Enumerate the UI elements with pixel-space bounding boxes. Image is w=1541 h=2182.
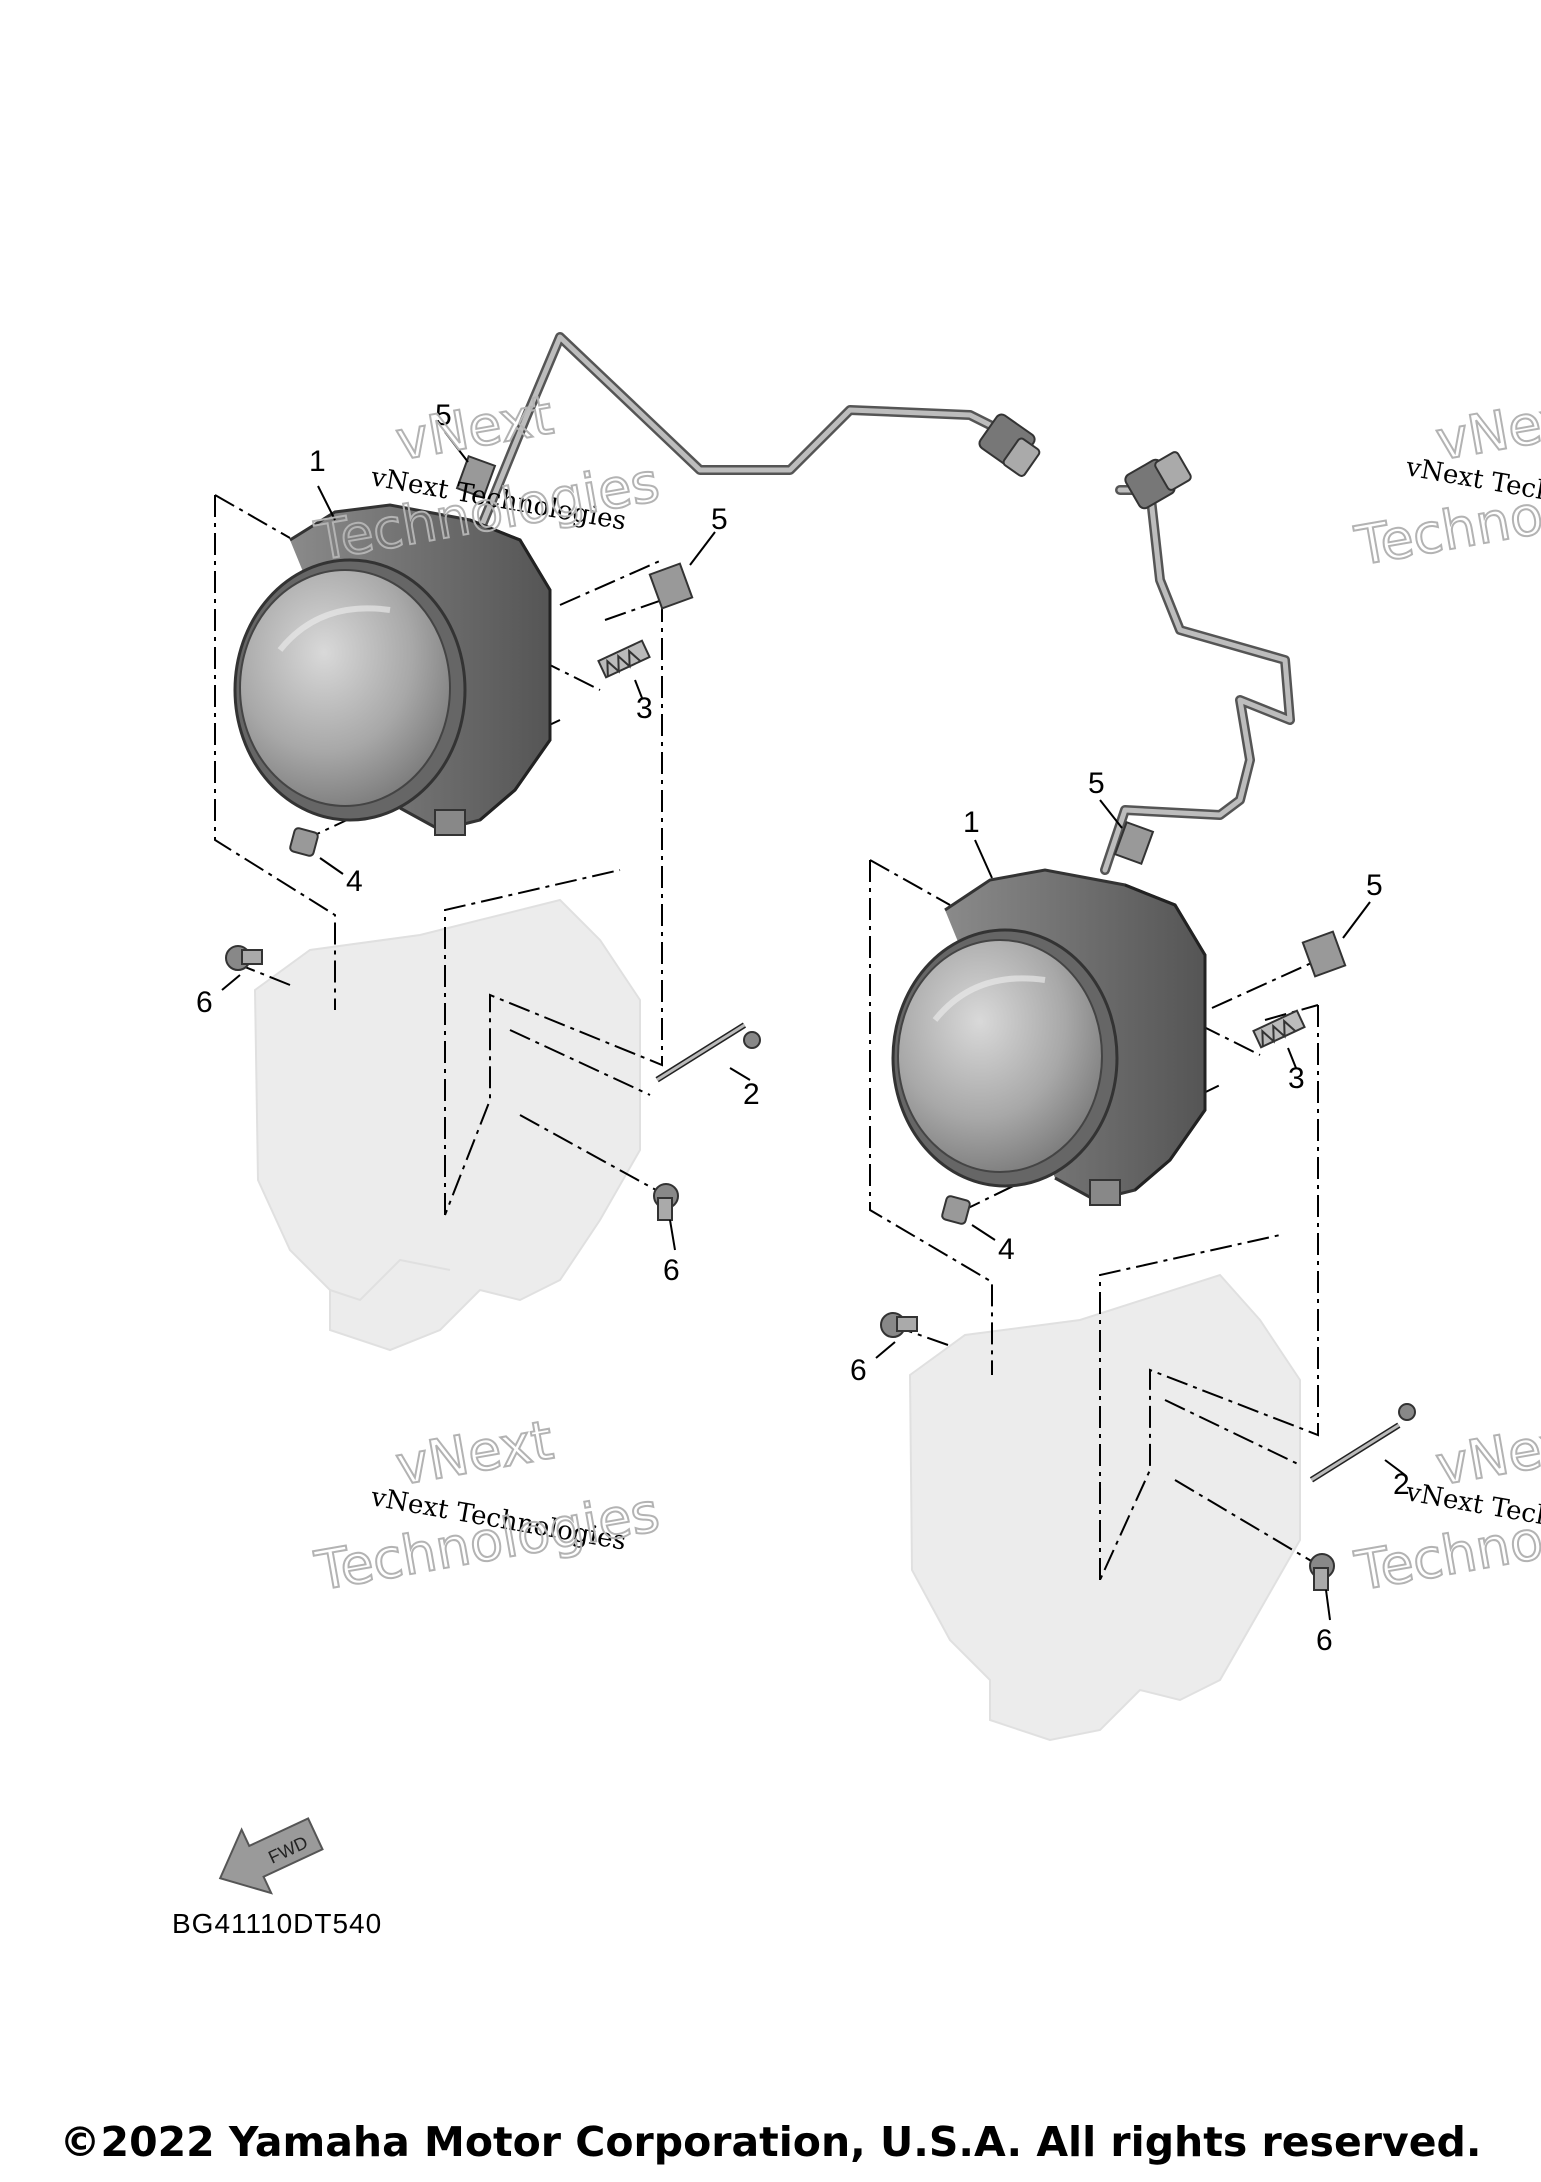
right-assembly-lines bbox=[869, 859, 1319, 1581]
left-assembly: 1 5 5 3 4 2 6 6 bbox=[196, 332, 1041, 1352]
left-callout-clip-top: 5 bbox=[435, 399, 452, 432]
watermark-vnext: vNext bbox=[1431, 383, 1541, 472]
right-bolt bbox=[1309, 1403, 1416, 1483]
left-callout-bolt: 2 bbox=[743, 1078, 760, 1111]
right-callout-lamp: 1 bbox=[963, 806, 980, 839]
watermark-vnext: vNext bbox=[391, 383, 557, 472]
left-fog-lamp bbox=[233, 503, 552, 836]
right-harness-connector bbox=[1124, 451, 1192, 510]
right-spring bbox=[1252, 1009, 1306, 1049]
watermark-mid-left: vNext Technologies vNext Technologies bbox=[309, 1407, 665, 1604]
fwd-arrow: FWD bbox=[218, 1817, 324, 1895]
right-ghost-bracket bbox=[908, 1273, 1301, 1742]
right-assembly: 1 5 5 3 4 2 6 6 bbox=[850, 451, 1416, 1742]
right-screw-bottom bbox=[1309, 1553, 1335, 1591]
right-wire-harness bbox=[1100, 451, 1295, 875]
left-wire-harness bbox=[475, 332, 1041, 535]
watermark-vnext: vNext bbox=[1431, 1408, 1541, 1497]
left-leaders bbox=[221, 431, 751, 1251]
left-spring bbox=[597, 639, 651, 679]
right-callout-nut: 4 bbox=[998, 1233, 1015, 1266]
left-callout-screw-bottom: 6 bbox=[663, 1254, 680, 1287]
left-callout-nut: 4 bbox=[346, 865, 363, 898]
right-callout-screw-left: 6 bbox=[850, 1354, 867, 1387]
left-ghost-bracket bbox=[253, 898, 641, 1352]
right-callout-screw-bottom: 6 bbox=[1316, 1624, 1333, 1657]
left-callout-screw-left: 6 bbox=[196, 986, 213, 1019]
left-screw-left bbox=[225, 945, 263, 971]
left-clip-top bbox=[455, 454, 497, 500]
watermark-top-right: vNext Technologies vNext Technologies bbox=[1349, 382, 1541, 579]
right-leaders bbox=[875, 799, 1406, 1621]
right-callout-spring: 3 bbox=[1288, 1062, 1305, 1095]
copyright-notice: ©2022 Yamaha Motor Corporation, U.S.A. A… bbox=[59, 2118, 1482, 2166]
right-callout-bolt: 2 bbox=[1393, 1468, 1410, 1501]
left-nut bbox=[289, 827, 319, 857]
watermark-vnext: vNext bbox=[391, 1408, 557, 1497]
right-callout-clip-side: 5 bbox=[1366, 869, 1383, 902]
left-harness-connector bbox=[978, 413, 1041, 477]
left-callout-spring: 3 bbox=[636, 692, 653, 725]
watermark-technologies: Technologies bbox=[310, 1481, 664, 1603]
right-screw-left bbox=[880, 1312, 918, 1338]
left-clip-side bbox=[648, 562, 694, 610]
right-clip-top bbox=[1113, 820, 1155, 866]
left-screw-bottom bbox=[653, 1183, 679, 1221]
left-callout-clip-side: 5 bbox=[711, 503, 728, 536]
right-nut bbox=[941, 1195, 971, 1225]
right-callout-clip-top: 5 bbox=[1088, 767, 1105, 800]
drawing-code: BG41110DT540 bbox=[172, 1908, 383, 1939]
left-bolt bbox=[655, 1022, 761, 1083]
left-callout-lamp: 1 bbox=[309, 445, 326, 478]
right-fog-lamp bbox=[891, 868, 1207, 1206]
right-clip-side bbox=[1301, 930, 1347, 978]
